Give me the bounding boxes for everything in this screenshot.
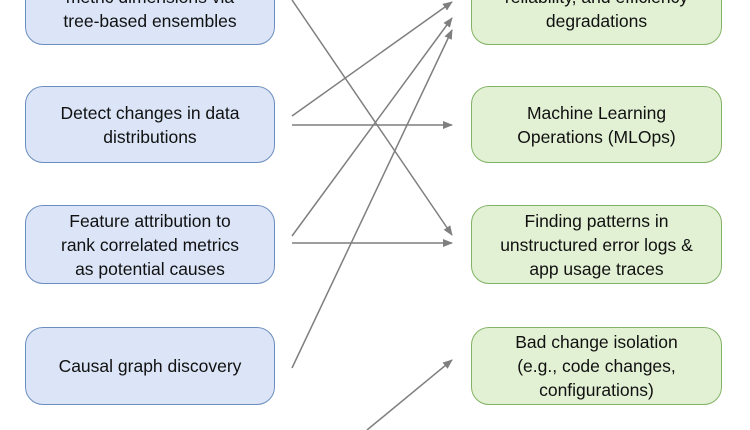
right-node-mlops: Machine Learning Operations (MLOps)	[471, 86, 722, 163]
arrow-L2-to-R0	[291, 17, 453, 237]
right-node-degradations-label: reliability, and efficiency degradations	[505, 0, 688, 31]
left-node-tree-ensembles-label: metric dimensions via tree-based ensembl…	[63, 0, 237, 31]
left-node-feature-attribution-label: Feature attribution to rank correlated m…	[61, 210, 239, 279]
arrow-L3-to-R0	[291, 29, 453, 369]
left-node-feature-attribution: Feature attribution to rank correlated m…	[25, 205, 275, 284]
right-node-mlops-label: Machine Learning Operations (MLOps)	[517, 102, 676, 147]
arrow-L1-to-R0	[291, 1, 453, 117]
right-node-error-log-patterns-label: Finding patterns in unstructured error l…	[500, 210, 693, 279]
left-node-detect-changes-label: Detect changes in data distributions	[60, 102, 240, 147]
left-node-causal-graph: Causal graph discovery	[25, 327, 275, 405]
left-node-tree-ensembles: metric dimensions via tree-based ensembl…	[25, 0, 275, 45]
right-node-degradations: reliability, and efficiency degradations	[471, 0, 722, 45]
arrow-L0-to-R2	[291, 0, 453, 236]
right-node-error-log-patterns: Finding patterns in unstructured error l…	[471, 205, 722, 284]
left-node-causal-graph-label: Causal graph discovery	[58, 356, 242, 376]
arrow-offscreen-to-R3	[366, 359, 453, 430]
right-node-bad-change-isolation: Bad change isolation (e.g., code changes…	[471, 327, 722, 405]
left-node-detect-changes: Detect changes in data distributions	[25, 86, 275, 163]
right-node-bad-change-isolation-label: Bad change isolation (e.g., code changes…	[515, 332, 678, 400]
